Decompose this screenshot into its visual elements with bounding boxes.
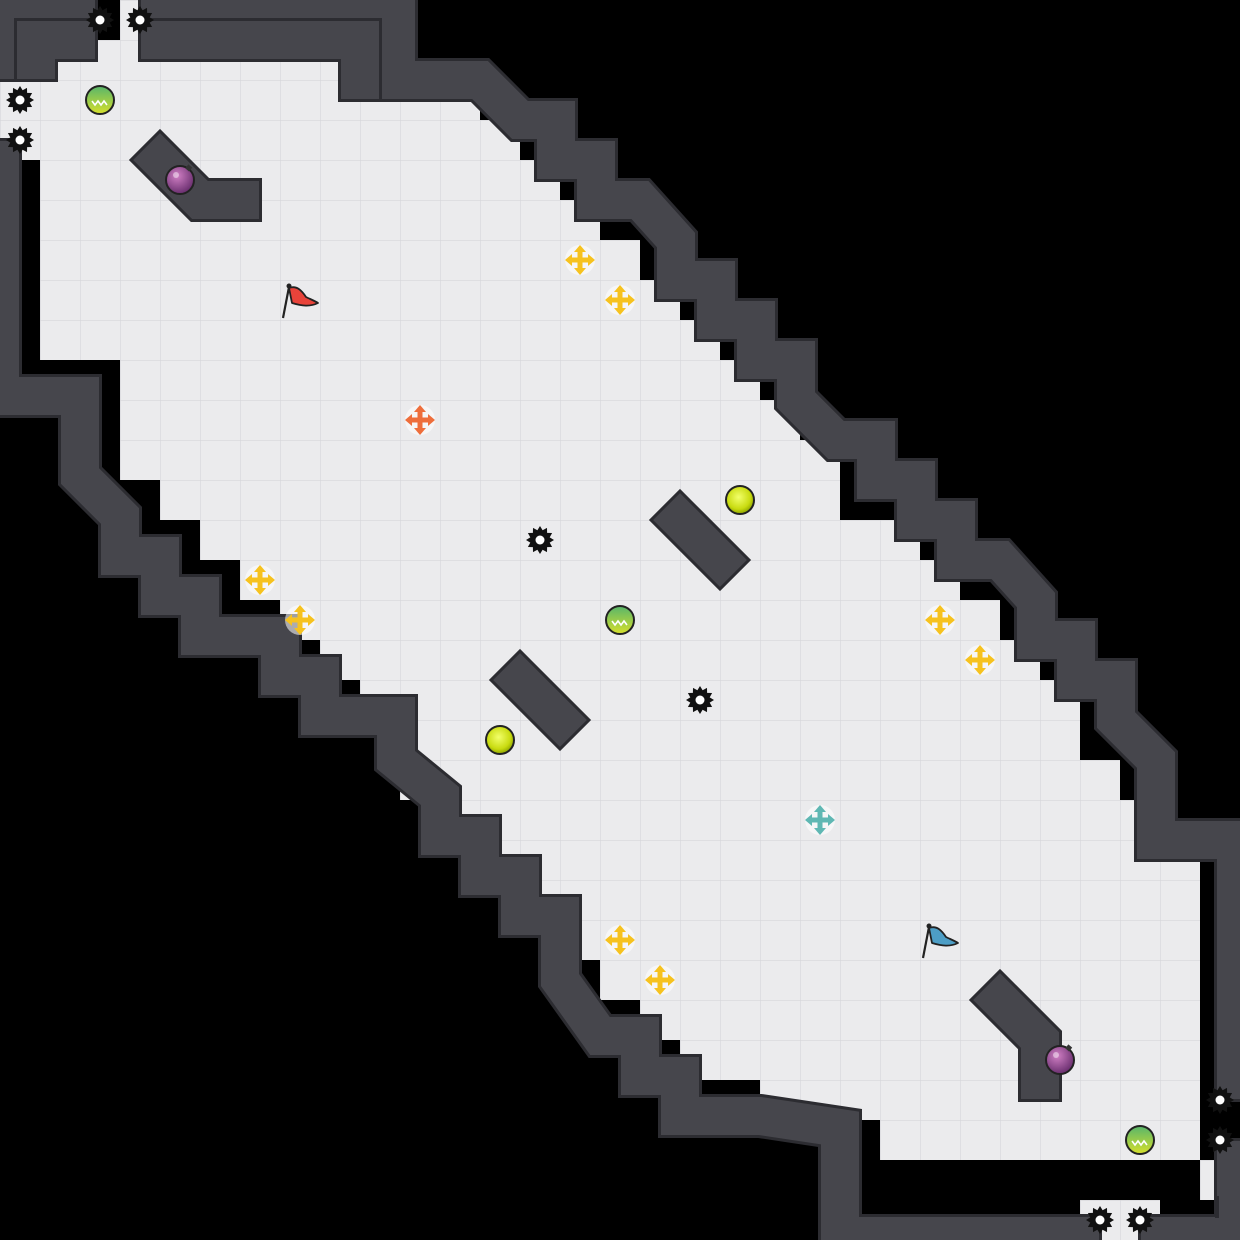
- wall-segment: [0, 141, 1099, 1240]
- floor-row: [520, 880, 1200, 920]
- floor-row: [120, 440, 840, 480]
- powerup-icon: [605, 925, 635, 955]
- powerup-icon: [645, 965, 675, 995]
- floor-row: [680, 1040, 1200, 1080]
- floor-row: [0, 120, 520, 160]
- floor-row: [280, 600, 1000, 640]
- entity-layer: [6, 6, 1234, 1234]
- spike-icon: [6, 86, 34, 114]
- floor-row: [440, 800, 1160, 840]
- floor-row: [200, 520, 920, 560]
- spike-icon: [126, 6, 154, 34]
- floor-row: [40, 320, 120, 360]
- booster-icon: [1125, 1125, 1155, 1155]
- powerup-icon: [565, 245, 595, 275]
- booster-icon: [605, 605, 635, 635]
- spike-icon: [1206, 1086, 1234, 1114]
- lime-ball-icon: [725, 485, 755, 515]
- floor-row: [120, 400, 800, 440]
- floor-row: [40, 280, 680, 320]
- powerup-icon: [965, 645, 995, 675]
- spike-icon: [1206, 1126, 1234, 1154]
- floor-row: [480, 840, 1200, 880]
- floor-row: [40, 240, 640, 280]
- floor-row: [120, 320, 720, 360]
- wall-segment: [141, 0, 1240, 1099]
- wall-segment: [493, 653, 587, 747]
- powerup-icon: [285, 605, 315, 635]
- spike-icon: [686, 686, 714, 714]
- bomb-icon: [165, 164, 195, 195]
- floor-row: [40, 200, 600, 240]
- spike-icon: [1126, 1206, 1154, 1234]
- floor-row: [320, 640, 1040, 680]
- floor-row: [560, 920, 1200, 960]
- blue-flag-icon: [921, 923, 959, 959]
- floor-row: [640, 1000, 1200, 1040]
- spike-icon: [526, 526, 554, 554]
- bomb-icon: [1045, 1044, 1075, 1075]
- red-flag-icon: [281, 283, 319, 319]
- wall-segment: [973, 973, 1059, 1099]
- floor-row: [120, 360, 760, 400]
- booster-icon: [85, 85, 115, 115]
- blue-spawn-icon: [805, 805, 835, 835]
- powerup-icon: [605, 285, 635, 315]
- exit-marker: [1215, 1196, 1219, 1218]
- floor-row: [400, 760, 1120, 800]
- floor-row: [40, 160, 560, 200]
- floor-row: [600, 960, 1200, 1000]
- wall-segment: [653, 493, 747, 587]
- spike-icon: [86, 6, 114, 34]
- wall-segment: [17, 21, 95, 79]
- floor-row: [240, 560, 960, 600]
- lime-ball-icon: [485, 725, 515, 755]
- powerup-icon: [245, 565, 275, 595]
- wall-segment: [1141, 1141, 1240, 1240]
- red-spawn-icon: [405, 405, 435, 435]
- floor-row: [360, 680, 1080, 720]
- spike-icon: [6, 126, 34, 154]
- spike-icon: [1086, 1206, 1114, 1234]
- powerup-icon: [925, 605, 955, 635]
- wall-segment: [141, 21, 379, 99]
